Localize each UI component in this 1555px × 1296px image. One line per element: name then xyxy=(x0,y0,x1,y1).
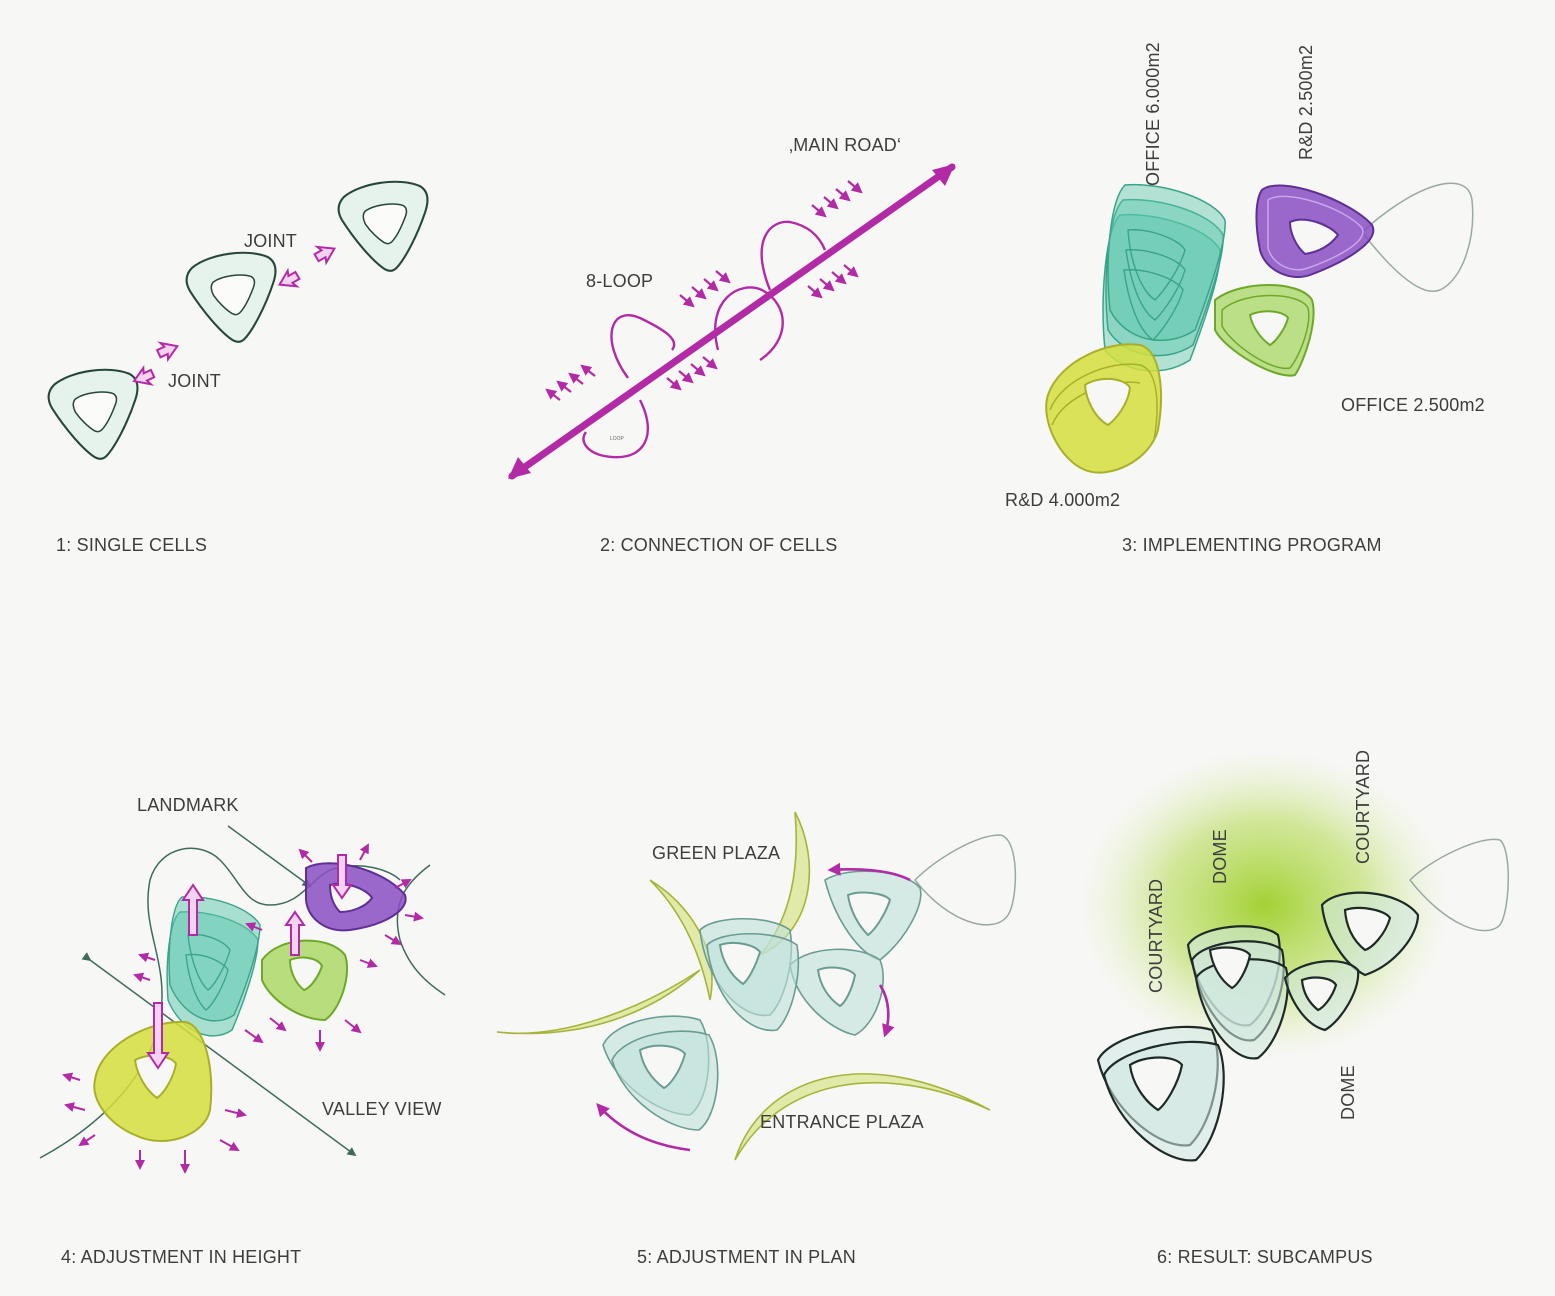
caption-5: 5: ADJUSTMENT IN PLAN xyxy=(637,1247,856,1267)
joint-arrows xyxy=(132,245,337,386)
cell-2 xyxy=(182,246,286,349)
height-arrows xyxy=(146,854,353,1070)
panel-4-adjustment-in-height: LANDMARK VALLEY VIEW 4: ADJUSTMENT IN HE… xyxy=(39,795,446,1267)
loop-tiny-label: LOOP xyxy=(610,436,625,442)
result-cell-holes xyxy=(1128,906,1392,1112)
cell-1 xyxy=(44,363,148,466)
green-cell-4 xyxy=(261,939,349,1022)
caption-4: 4: ADJUSTMENT IN HEIGHT xyxy=(61,1247,301,1267)
yellow-cell-4 xyxy=(93,1020,213,1142)
valley-view-label: VALLEY VIEW xyxy=(322,1099,442,1119)
ghost-cell xyxy=(1360,182,1474,293)
plan-arrows xyxy=(596,862,911,1152)
direction-arrows xyxy=(545,180,863,401)
eight-loop-label: 8-LOOP xyxy=(586,271,653,291)
radiating-arrows xyxy=(62,843,424,1174)
courtyard-left-label: COURTYARD xyxy=(1146,879,1166,993)
road-arrowhead-start xyxy=(508,457,531,479)
yellow-cell-rd-4000 xyxy=(1045,343,1162,474)
office-2500-label: OFFICE 2.500m2 xyxy=(1341,395,1485,415)
panel-2-connection-of-cells: ‚MAIN ROAD‘ 8-LOOP LOOP 2: CONNECTION OF… xyxy=(508,135,956,555)
caption-3: 3: IMPLEMENTING PROGRAM xyxy=(1122,535,1382,555)
cell-3 xyxy=(334,175,438,278)
teal-tower-4 xyxy=(166,896,261,1037)
panel-3-implementing-program: OFFICE 6.000m2 R&D 2.500m2 OFFICE 2.500m… xyxy=(1005,42,1485,555)
green-cell-office-2500 xyxy=(1214,284,1315,377)
teal-tower-4-rings xyxy=(185,933,231,1011)
caption-2: 2: CONNECTION OF CELLS xyxy=(600,535,837,555)
panel-1-single-cells: JOINT JOINT 1: SINGLE CELLS xyxy=(44,175,438,555)
joint-label-bottom: JOINT xyxy=(168,371,221,391)
ghost-cell-5 xyxy=(914,834,1017,926)
main-road-label: ‚MAIN ROAD‘ xyxy=(789,135,901,155)
caption-6: 6: RESULT: SUBCAMPUS xyxy=(1157,1247,1373,1267)
panel-6-result-subcampus: COURTYARD DOME COURTYARD DOME 6: RESULT:… xyxy=(1080,750,1509,1267)
rd-2500-label: R&D 2.500m2 xyxy=(1296,45,1316,160)
panel-5-adjustment-in-plan: GREEN PLAZA ENTRANCE PLAZA 5: ADJUSTMENT… xyxy=(496,811,1017,1267)
eight-loops xyxy=(582,220,827,459)
dome-top-label: DOME xyxy=(1210,829,1230,884)
pale-cell-holes xyxy=(638,891,892,1090)
entrance-plaza-label: ENTRANCE PLAZA xyxy=(760,1112,924,1132)
road-arrowhead-end xyxy=(932,164,955,186)
courtyard-right-label: COURTYARD xyxy=(1353,750,1373,864)
green-plaza-label: GREEN PLAZA xyxy=(652,843,780,863)
office-6000-label: OFFICE 6.000m2 xyxy=(1143,42,1163,186)
ghost-cell-6 xyxy=(1409,838,1509,932)
main-road-line xyxy=(508,163,956,480)
rd-4000-label: R&D 4.000m2 xyxy=(1005,490,1120,510)
caption-1: 1: SINGLE CELLS xyxy=(56,535,207,555)
dome-bottom-label: DOME xyxy=(1338,1065,1358,1120)
purple-cell-rd-2500 xyxy=(1255,184,1375,278)
landmark-label: LANDMARK xyxy=(137,795,239,815)
joint-label-top: JOINT xyxy=(244,231,297,251)
teal-tower xyxy=(1102,183,1226,372)
